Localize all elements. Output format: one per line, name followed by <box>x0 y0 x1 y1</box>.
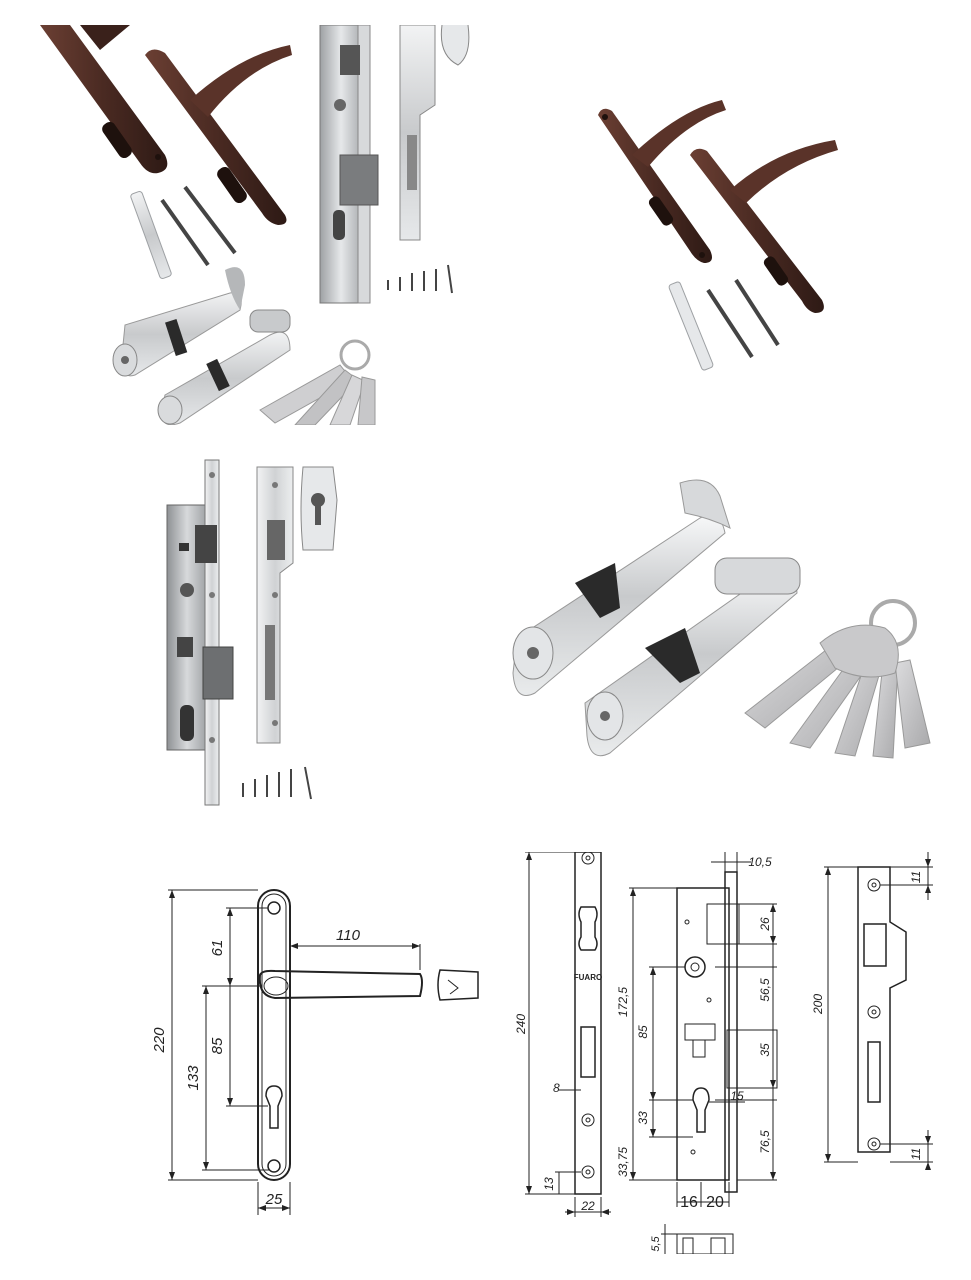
euro-cylinder-icon <box>512 479 731 696</box>
dim-85: 85 <box>209 1037 226 1054</box>
euro-cylinder-icon <box>584 557 801 757</box>
strike-drawing-svg: 200 11 11 <box>811 852 933 1170</box>
mortise-lock-icon <box>319 25 379 304</box>
euro-cylinder-icon <box>112 267 245 377</box>
handles-illustration <box>598 100 838 371</box>
screw-icon <box>387 264 453 294</box>
spindle-icon <box>668 281 714 371</box>
dim-61: 61 <box>209 940 226 957</box>
dim-15: 15 <box>730 1089 744 1103</box>
handle-drawing-svg: 220 133 61 85 110 25 <box>151 889 479 1215</box>
screw-icon <box>242 766 312 800</box>
dim-33-75: 33,75 <box>616 1147 630 1177</box>
spindle-icon <box>130 191 172 279</box>
dim-11-top: 11 <box>909 871 923 883</box>
dim-76-5: 76,5 <box>758 1130 772 1154</box>
dim-5-5: 5,5 <box>650 1235 662 1251</box>
dim-20: 20 <box>706 1194 724 1211</box>
key-icon <box>259 339 376 425</box>
dim-11-bottom: 11 <box>909 1148 923 1160</box>
strike-plate-icon <box>256 466 338 744</box>
cylinders-keys-illustration <box>512 479 931 759</box>
dim-110: 110 <box>336 927 361 944</box>
lever-handle-icon <box>598 100 726 263</box>
lever-handle-icon <box>690 140 838 313</box>
dim-22: 22 <box>580 1199 595 1213</box>
brand-mark: FUARO <box>574 973 602 982</box>
key-icon <box>744 599 931 759</box>
dim-133: 133 <box>185 1065 202 1091</box>
lever-handle-icon <box>40 25 168 174</box>
strike-drawing: 200 11 11 <box>808 852 940 1170</box>
mortise-lock-icon <box>166 459 234 806</box>
dim-240: 240 <box>515 1014 528 1035</box>
screw-icon <box>706 278 780 359</box>
euro-cylinder-icon <box>157 309 291 425</box>
photo-handles <box>590 95 840 380</box>
full-kit-illustration <box>40 25 470 425</box>
photo-cylinders-keys <box>505 478 940 763</box>
lock-drawing: FUARO 240 8 13 22 10,5 172,5 85 33 33,75… <box>515 852 787 1254</box>
dim-200: 200 <box>811 994 825 1015</box>
dim-25: 25 <box>265 1191 283 1208</box>
dim-13: 13 <box>542 1177 556 1191</box>
lock-drawing-svg: FUARO 240 8 13 22 10,5 172,5 85 33 33,75… <box>515 852 778 1254</box>
dim-33: 33 <box>636 1111 650 1125</box>
dim-35: 35 <box>758 1043 772 1057</box>
screw-icon <box>160 185 237 267</box>
dim-26: 26 <box>758 917 772 932</box>
dim-220: 220 <box>151 1027 168 1054</box>
strike-plate-icon <box>399 25 470 241</box>
photo-lock-body <box>165 455 340 810</box>
photo-full-kit <box>40 25 475 425</box>
dim-85: 85 <box>636 1025 650 1039</box>
dim-172-5: 172,5 <box>616 987 630 1017</box>
lock-body-illustration <box>166 459 338 806</box>
handle-drawing: 220 133 61 85 110 25 <box>140 870 480 1225</box>
dim-8: 8 <box>553 1081 560 1095</box>
lever-handle-icon <box>145 45 292 225</box>
dim-10-5: 10,5 <box>748 855 772 869</box>
dim-56-5: 56,5 <box>758 978 772 1002</box>
dim-16: 16 <box>680 1194 698 1211</box>
